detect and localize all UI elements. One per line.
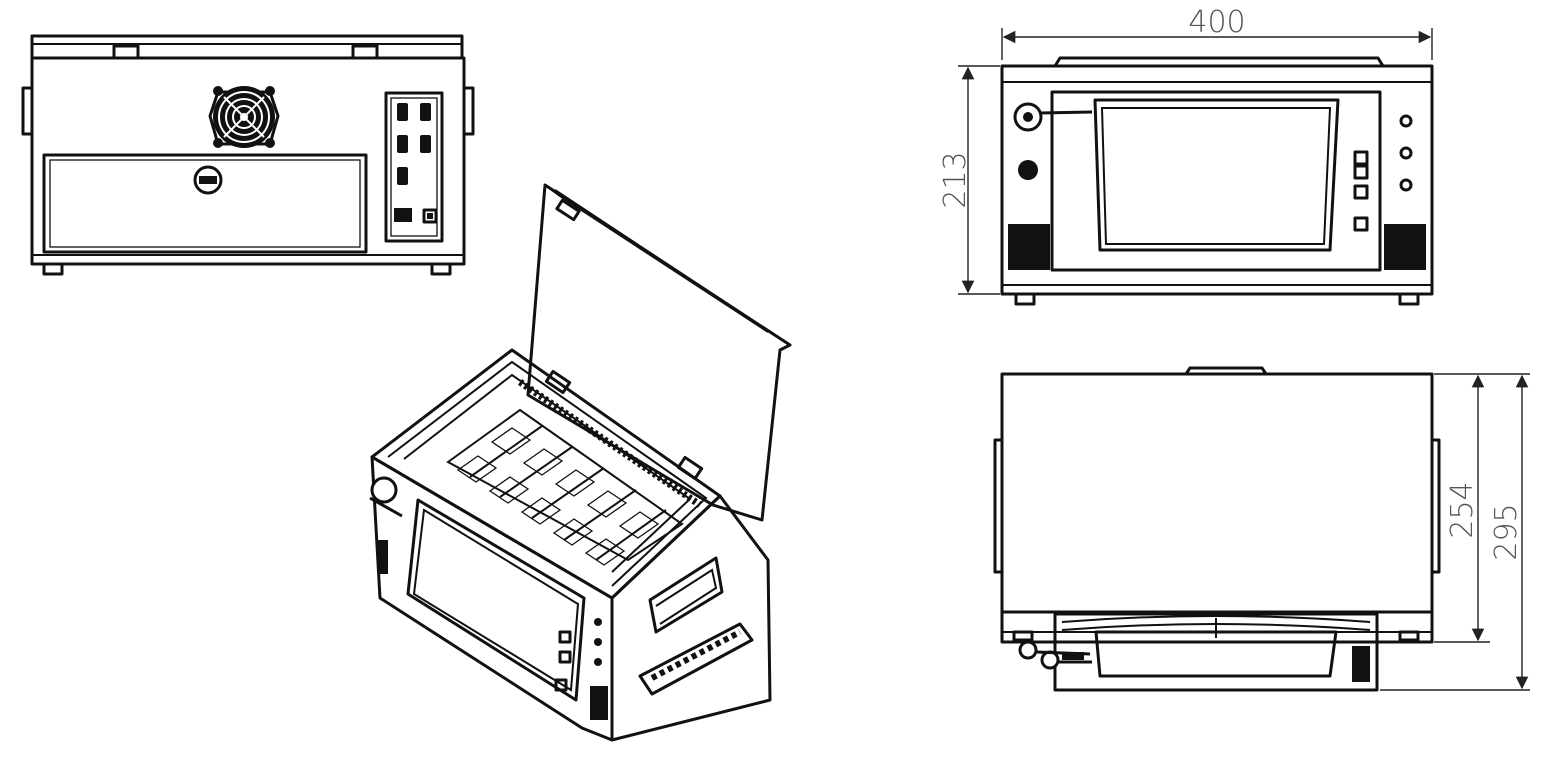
side-handle	[993, 438, 1004, 574]
side-handle	[1430, 438, 1441, 574]
side-connector-panel	[638, 622, 754, 696]
key-lock-icon	[1013, 102, 1093, 132]
side-face	[610, 494, 772, 742]
foot	[1398, 292, 1420, 306]
open-lid	[526, 183, 792, 522]
speaker-grille	[1008, 224, 1050, 270]
side-handle	[462, 86, 475, 136]
speaker-grille	[378, 540, 388, 574]
foot	[1014, 292, 1036, 306]
back-view	[21, 34, 475, 276]
storage-door	[42, 153, 368, 254]
depth-body-dimension-label: 254	[1445, 481, 1480, 538]
indicator-led-icon	[1399, 114, 1413, 128]
side-handle	[648, 556, 724, 634]
key-icon	[1018, 640, 1092, 670]
speaker-grille	[590, 686, 608, 720]
speaker-grille	[1384, 224, 1426, 270]
isometric-view	[369, 183, 792, 742]
power-button-icon	[1018, 160, 1038, 180]
foot	[430, 262, 452, 276]
height-dimension-label: 213	[938, 151, 973, 208]
hinge-icon	[555, 198, 581, 222]
foot	[1012, 630, 1034, 642]
fan-icon	[208, 86, 280, 148]
usb-port-icon	[1353, 184, 1369, 200]
usb-port-icon	[1353, 150, 1369, 166]
top-view: 254 295	[993, 366, 1530, 692]
indicator-led-icon	[1399, 146, 1413, 160]
touch-screen	[406, 498, 586, 702]
width-dimension-label: 400	[1188, 5, 1245, 40]
hinge-icon	[351, 44, 379, 60]
connector-panel	[384, 91, 444, 243]
depth-total-dimension-label: 295	[1489, 503, 1524, 560]
lock-icon	[193, 165, 223, 195]
usb-port-icon	[1353, 216, 1369, 232]
front-face	[370, 455, 614, 742]
speaker-grille	[1352, 646, 1370, 682]
side-handle	[21, 86, 34, 136]
hinge-icon	[112, 44, 140, 60]
power-socket-icon	[422, 208, 438, 224]
usb-port-icon	[1353, 164, 1369, 180]
foot	[1398, 630, 1420, 642]
vent-strip	[518, 379, 702, 508]
foot	[42, 262, 64, 276]
touch-screen	[1093, 98, 1340, 252]
key-lock-icon	[370, 476, 398, 504]
front-view: 400 213	[938, 5, 1434, 306]
battery-compartment	[446, 408, 684, 566]
indicator-led-icon	[1399, 178, 1413, 192]
